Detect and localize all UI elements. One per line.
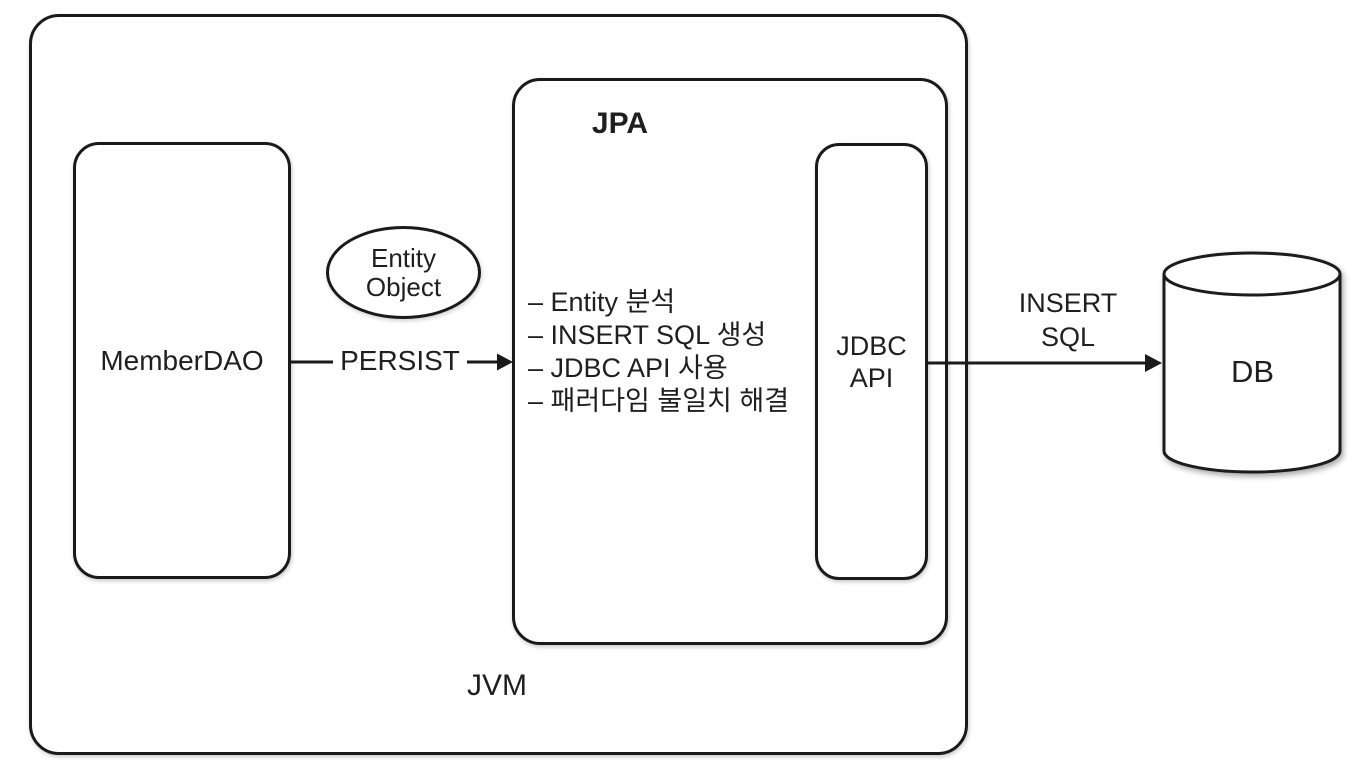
jpa-responsibility-item: – INSERT SQL 생성 [528, 320, 767, 350]
entity-object-label-line2: Object [365, 271, 442, 302]
entity-object-label-line1: Entity [370, 242, 437, 273]
jdbc-api-box: JDBC API [815, 143, 928, 580]
entity-object-ellipse: Entity Object [326, 226, 481, 319]
member-dao-box: MemberDAO [73, 142, 291, 579]
persist-arrow-label: PERSIST [340, 345, 460, 376]
member-dao-label: MemberDAO [100, 344, 264, 376]
jpa-title: JPA [591, 107, 649, 140]
jdbc-api-label-line1: JDBC [836, 330, 907, 361]
jdbc-api-label: JDBC API [836, 330, 907, 394]
jpa-responsibility-item: – JDBC API 사용 [528, 353, 728, 383]
insert-sql-arrow-label: INSERT SQL [1003, 286, 1133, 354]
insert-sql-label-line2: SQL [1040, 322, 1096, 352]
jvm-label: JVM [467, 669, 527, 702]
insert-sql-label-line1: INSERT [1018, 288, 1118, 318]
db-label: DB [1230, 354, 1275, 389]
jpa-responsibility-item: – 패러다임 불일치 해결 [528, 386, 790, 416]
jdbc-api-label-line2: API [849, 362, 894, 393]
jpa-responsibilities-list: – Entity 분석 – INSERT SQL 생성 – JDBC API 사… [528, 286, 789, 418]
jpa-responsibility-item: – Entity 분석 [528, 287, 676, 317]
